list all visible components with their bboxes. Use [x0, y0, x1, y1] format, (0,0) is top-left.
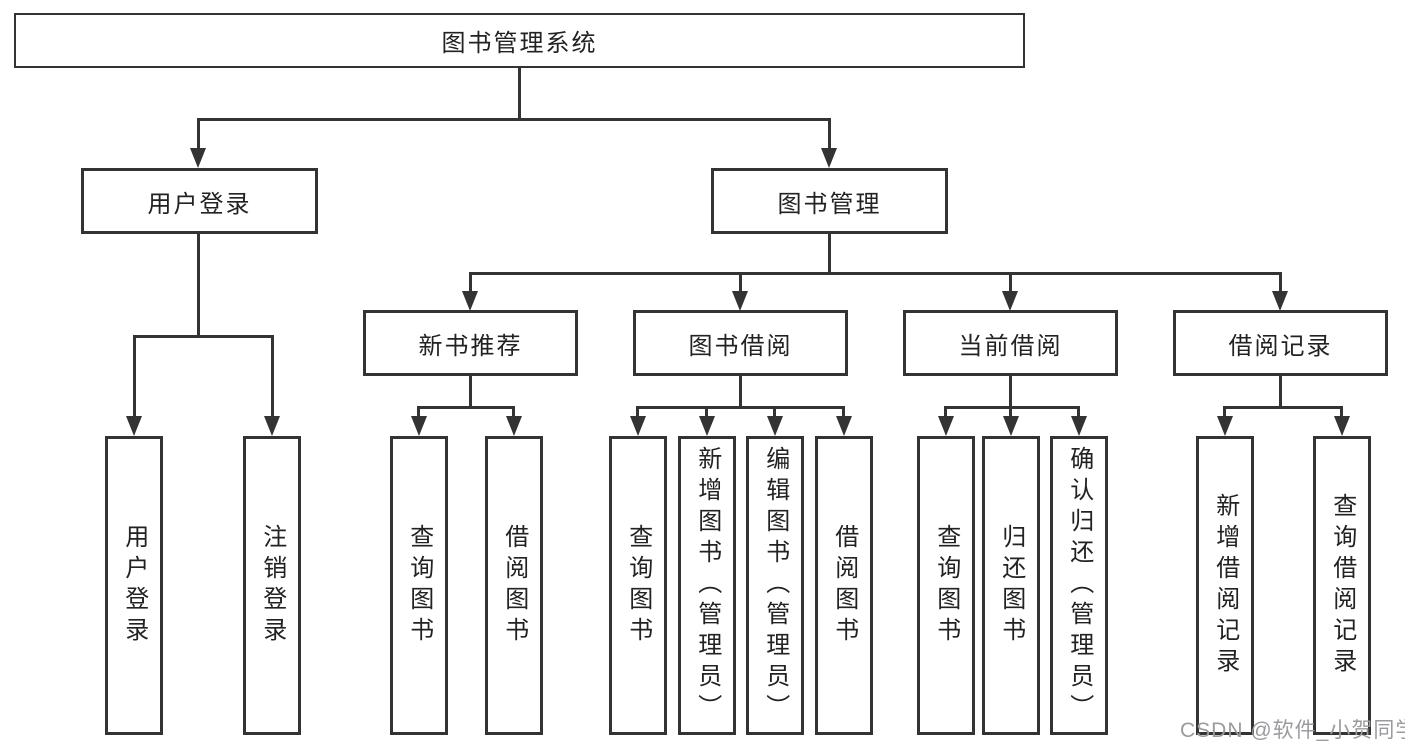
- leaf-label: 查询图书: [624, 523, 652, 648]
- connector-line: [197, 118, 831, 121]
- leaf-label: 注销登录: [258, 523, 286, 648]
- connector-line: [512, 406, 515, 419]
- node-label: 当前借阅: [958, 332, 1063, 360]
- leaf-query-borrow-record: 查询借阅记录: [1313, 436, 1371, 735]
- leaf-label: 查询图书: [932, 523, 960, 648]
- arrowhead-icon: [1217, 416, 1233, 436]
- node-current-borrowing: 当前借阅: [903, 310, 1118, 376]
- connector-line: [739, 376, 742, 409]
- leaf-confirm-return-admin: 确认归还（管理员）: [1050, 436, 1108, 735]
- arrowhead-icon: [821, 148, 837, 168]
- arrowhead-icon: [938, 416, 954, 436]
- leaf-label: 借阅图书: [500, 523, 528, 648]
- leaf-query-books-current: 查询图书: [917, 436, 975, 735]
- connector-line: [1340, 406, 1343, 419]
- leaf-label: 查询借阅记录: [1328, 492, 1356, 679]
- connector-line: [1223, 406, 1226, 419]
- connector-line: [469, 272, 472, 296]
- arrowhead-icon: [190, 148, 206, 168]
- connector-line: [133, 335, 274, 338]
- leaf-logout: 注销登录: [243, 436, 301, 735]
- node-label: 图书管理系统: [441, 30, 598, 57]
- connector-line: [1009, 406, 1012, 419]
- arrowhead-icon: [1002, 291, 1018, 311]
- connector-line: [133, 335, 136, 419]
- arrowhead-icon: [1071, 416, 1087, 436]
- arrowhead-icon: [836, 416, 852, 436]
- node-label: 新书推荐: [418, 332, 523, 360]
- connector-line: [944, 406, 1080, 409]
- leaf-label: 编辑图书（管理员）: [761, 446, 789, 725]
- node-library-management-system: 图书管理系统: [14, 13, 1025, 68]
- arrowhead-icon: [732, 291, 748, 311]
- connector-line: [197, 118, 200, 153]
- leaf-label: 借阅图书: [830, 523, 858, 648]
- connector-line: [828, 118, 831, 153]
- leaf-label: 用户登录: [120, 523, 148, 648]
- connector-line: [773, 406, 776, 419]
- connector-line: [842, 406, 845, 419]
- connector-line: [636, 406, 639, 419]
- leaf-query-books-recommend: 查询图书: [390, 436, 448, 735]
- arrowhead-icon: [630, 416, 646, 436]
- node-label: 图书管理: [777, 190, 882, 218]
- connector-line: [944, 406, 947, 419]
- node-user-login: 用户登录: [81, 168, 318, 234]
- connector-line: [417, 406, 420, 419]
- node-borrowing-records: 借阅记录: [1173, 310, 1388, 376]
- leaf-label: 查询图书: [405, 523, 433, 648]
- leaf-label: 新增借阅记录: [1211, 492, 1239, 679]
- arrowhead-icon: [462, 291, 478, 311]
- connector-line: [1279, 376, 1282, 409]
- node-book-borrowing: 图书借阅: [633, 310, 848, 376]
- leaf-add-books-admin: 新增图书（管理员）: [678, 436, 736, 735]
- arrowhead-icon: [1334, 416, 1350, 436]
- connector-line: [1009, 272, 1012, 296]
- node-book-management: 图书管理: [711, 168, 948, 234]
- leaf-return-books: 归还图书: [982, 436, 1040, 735]
- connector-line: [705, 406, 708, 419]
- node-new-book-recommendation: 新书推荐: [363, 310, 578, 376]
- leaf-label: 确认归还（管理员）: [1065, 446, 1093, 725]
- connector-line: [1223, 406, 1343, 409]
- leaf-user-login: 用户登录: [105, 436, 163, 735]
- connector-line: [739, 272, 742, 296]
- watermark: CSDN @软件_小贺同学: [1180, 719, 1405, 742]
- connector-line: [1077, 406, 1080, 419]
- arrowhead-icon: [411, 416, 427, 436]
- leaf-edit-books-admin: 编辑图书（管理员）: [746, 436, 804, 735]
- arrowhead-icon: [506, 416, 522, 436]
- node-label: 借阅记录: [1228, 332, 1333, 360]
- leaf-borrow-books: 借阅图书: [815, 436, 873, 735]
- connector-line: [417, 406, 515, 409]
- connector-line: [518, 68, 521, 121]
- connector-line: [271, 335, 274, 419]
- connector-line: [636, 406, 845, 409]
- connector-line: [469, 272, 1282, 275]
- leaf-borrow-books-recommend: 借阅图书: [485, 436, 543, 735]
- arrowhead-icon: [767, 416, 783, 436]
- arrowhead-icon: [264, 416, 280, 436]
- connector-line: [197, 234, 200, 338]
- leaf-add-borrow-record: 新增借阅记录: [1196, 436, 1254, 735]
- leaf-label: 归还图书: [997, 523, 1025, 648]
- node-label: 图书借阅: [688, 332, 793, 360]
- node-label: 用户登录: [147, 190, 252, 218]
- leaf-query-books-borrow: 查询图书: [609, 436, 667, 735]
- connector-line: [1279, 272, 1282, 296]
- arrowhead-icon: [1272, 291, 1288, 311]
- arrowhead-icon: [1003, 416, 1019, 436]
- connector-line: [469, 376, 472, 409]
- connector-line: [1009, 376, 1012, 409]
- arrowhead-icon: [699, 416, 715, 436]
- arrowhead-icon: [126, 416, 142, 436]
- leaf-label: 新增图书（管理员）: [693, 446, 721, 725]
- connector-line: [828, 234, 831, 275]
